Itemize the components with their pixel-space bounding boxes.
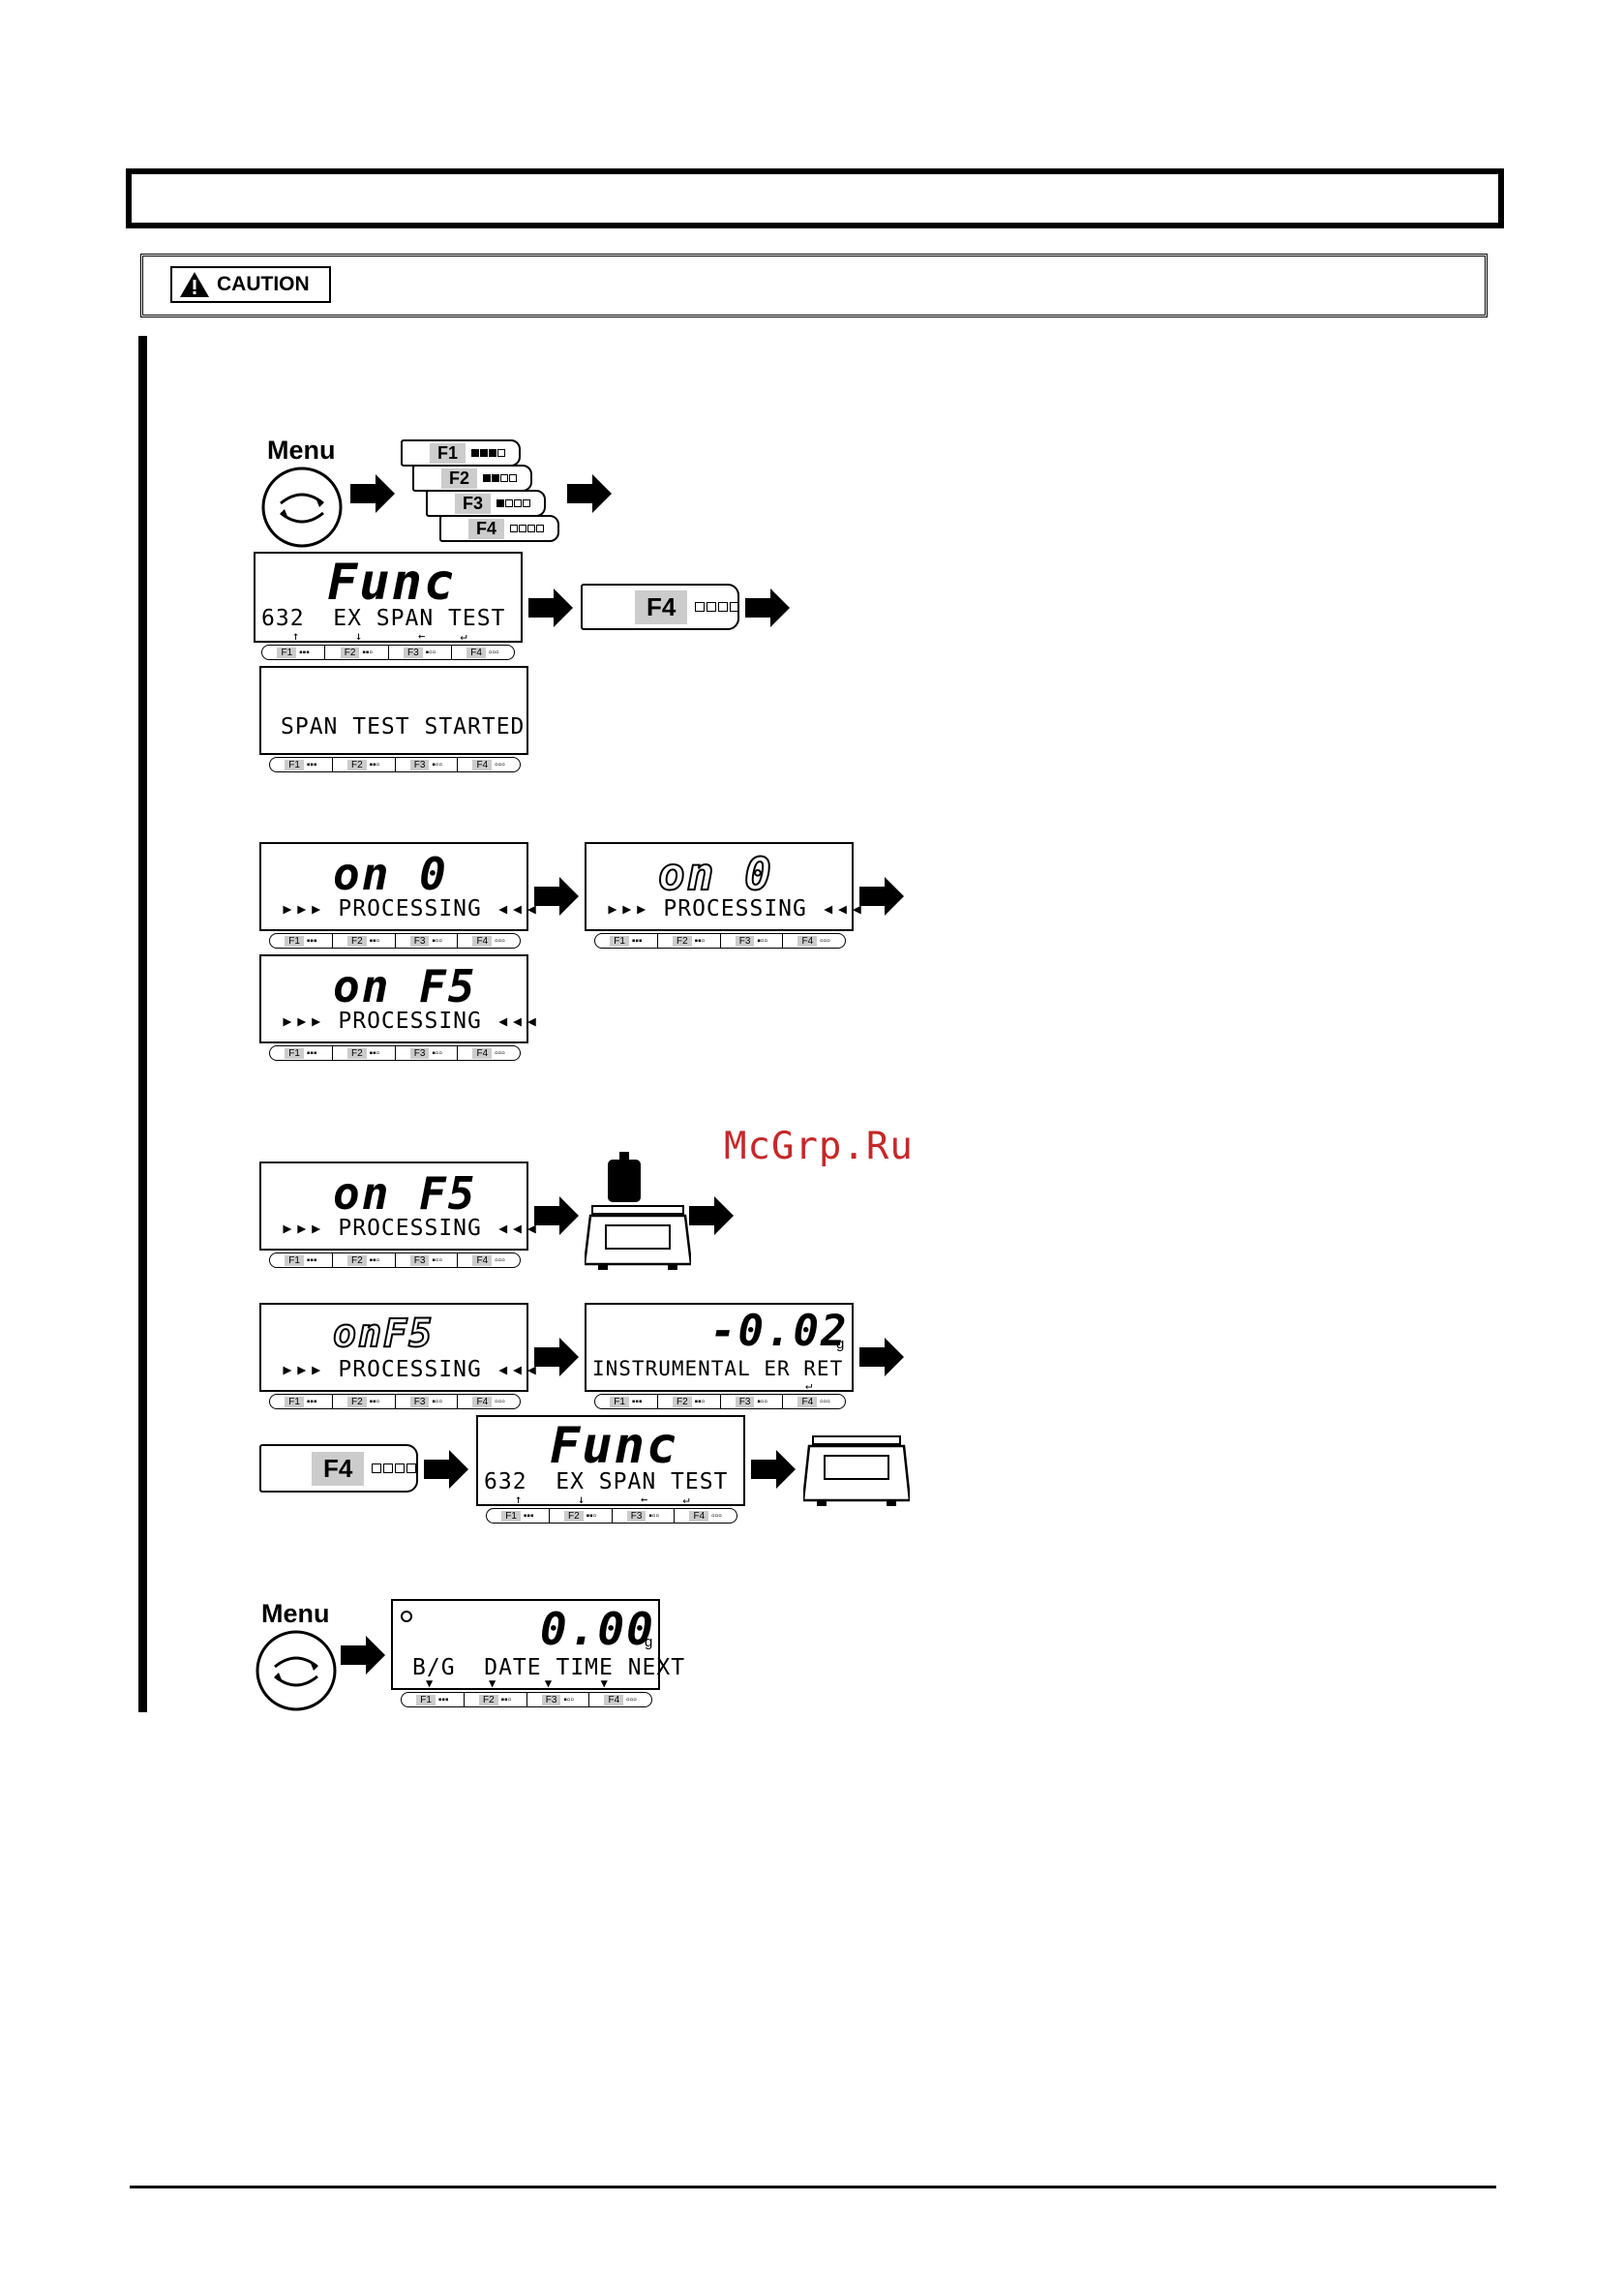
f3-key-card[interactable]: F3 [426, 490, 546, 517]
section-title-box [126, 168, 1504, 228]
function-key-strip: F1▪▪▪F2▪▪▫F3▪▫▫F4▫▫▫ [594, 933, 846, 949]
footer-rule [130, 2186, 1496, 2188]
lcd-span-test-started: SPAN TEST STARTED [259, 666, 528, 755]
arrow-right-icon [534, 1338, 579, 1376]
lcd-instrumental-error: -0.02 g INSTRUMENTAL ER RET ↵ [585, 1303, 854, 1392]
lcd-on-zero-blink: on 0 ▸▸▸ PROCESSING ◂◂◂ [585, 842, 863, 931]
watermark-text: McGrp.Ru [724, 1125, 914, 1168]
lcd-on-fs: on F5 ▸▸▸ PROCESSING ◂◂◂ [259, 954, 538, 1043]
function-key-strip: F1▪▪▪F2▪▪▫F3▪▫▫F4▫▫▫ [269, 1252, 521, 1268]
arrow-right-icon [424, 1450, 468, 1489]
f4-key[interactable]: F4 [259, 1444, 418, 1493]
stable-indicator [401, 1611, 412, 1622]
empty-scale-icon [803, 1435, 910, 1506]
function-key-strip: F1▪▪▪F2▪▪▫F3▪▫▫F4▫▫▫ [269, 933, 521, 949]
warning-icon [180, 272, 209, 297]
caution-label: CAUTION [217, 273, 310, 295]
lcd-on-fs-small: onF5 ▸▸▸ PROCESSING ◂◂◂ [259, 1303, 538, 1392]
function-key-strip: F1▪▪▪F2▪▪▫F3▪▫▫F4▫▫▫ [261, 645, 515, 660]
arrow-right-icon [745, 588, 790, 627]
arrow-right-icon [528, 588, 573, 627]
caution-badge: CAUTION [170, 266, 331, 303]
arrow-right-icon [859, 1338, 904, 1376]
arrow-right-icon [859, 877, 904, 916]
arrow-right-icon [350, 474, 395, 513]
lcd-on-fs-weight: on F5 ▸▸▸ PROCESSING ◂◂◂ [259, 1162, 538, 1251]
lcd-func-screen-return: Func 632 EX SPAN TEST ↑ ↓ ← ↵ [476, 1415, 745, 1506]
menu-key-icon[interactable] [259, 465, 345, 550]
lcd-on-zero: on 0 ▸▸▸ PROCESSING ◂◂◂ [259, 842, 538, 931]
lcd-func-screen: Func 632 EX SPAN TEST ↑ ↓ ← ↵ [254, 552, 523, 643]
arrow-right-icon [567, 474, 612, 513]
f4-key[interactable]: F4 [581, 584, 740, 630]
arrow-right-icon [534, 877, 579, 916]
menu-label: Menu [261, 1599, 330, 1628]
function-key-strip: F1▪▪▪F2▪▪▫F3▪▫▫F4▫▫▫ [269, 1394, 521, 1409]
arrow-right-icon [751, 1450, 796, 1489]
arrow-right-icon [341, 1636, 385, 1674]
function-key-strip: F1▪▪▪F2▪▪▫F3▪▫▫F4▫▫▫ [269, 757, 521, 772]
function-key-strip: F1▪▪▪F2▪▪▫F3▪▫▫F4▫▫▫ [594, 1394, 846, 1409]
function-key-strip: F1▪▪▪F2▪▪▫F3▪▫▫F4▫▫▫ [269, 1045, 521, 1061]
f2-key-card[interactable]: F2 [412, 465, 532, 492]
scale-with-weight-icon [585, 1152, 691, 1270]
procedure-sidebar-line [138, 336, 147, 1712]
arrow-right-icon [689, 1196, 734, 1235]
function-key-strip: F1▪▪▪F2▪▪▫F3▪▫▫F4▫▫▫ [486, 1508, 737, 1524]
lcd-weighing-screen: 0.00 g B/G DATE TIME NEXT ▼ ▼ ▼ ▼ [391, 1599, 684, 1690]
menu-key-icon[interactable] [254, 1628, 339, 1713]
caution-box: CAUTION [140, 254, 1488, 317]
function-key-strip: F1▪▪▪F2▪▪▫F3▪▫▫F4▫▫▫ [401, 1692, 652, 1707]
arrow-right-icon [534, 1196, 579, 1235]
f4-key-card[interactable]: F4 [439, 515, 559, 542]
f1-key-card[interactable]: F1 [401, 439, 521, 467]
menu-label: Menu [267, 436, 336, 465]
